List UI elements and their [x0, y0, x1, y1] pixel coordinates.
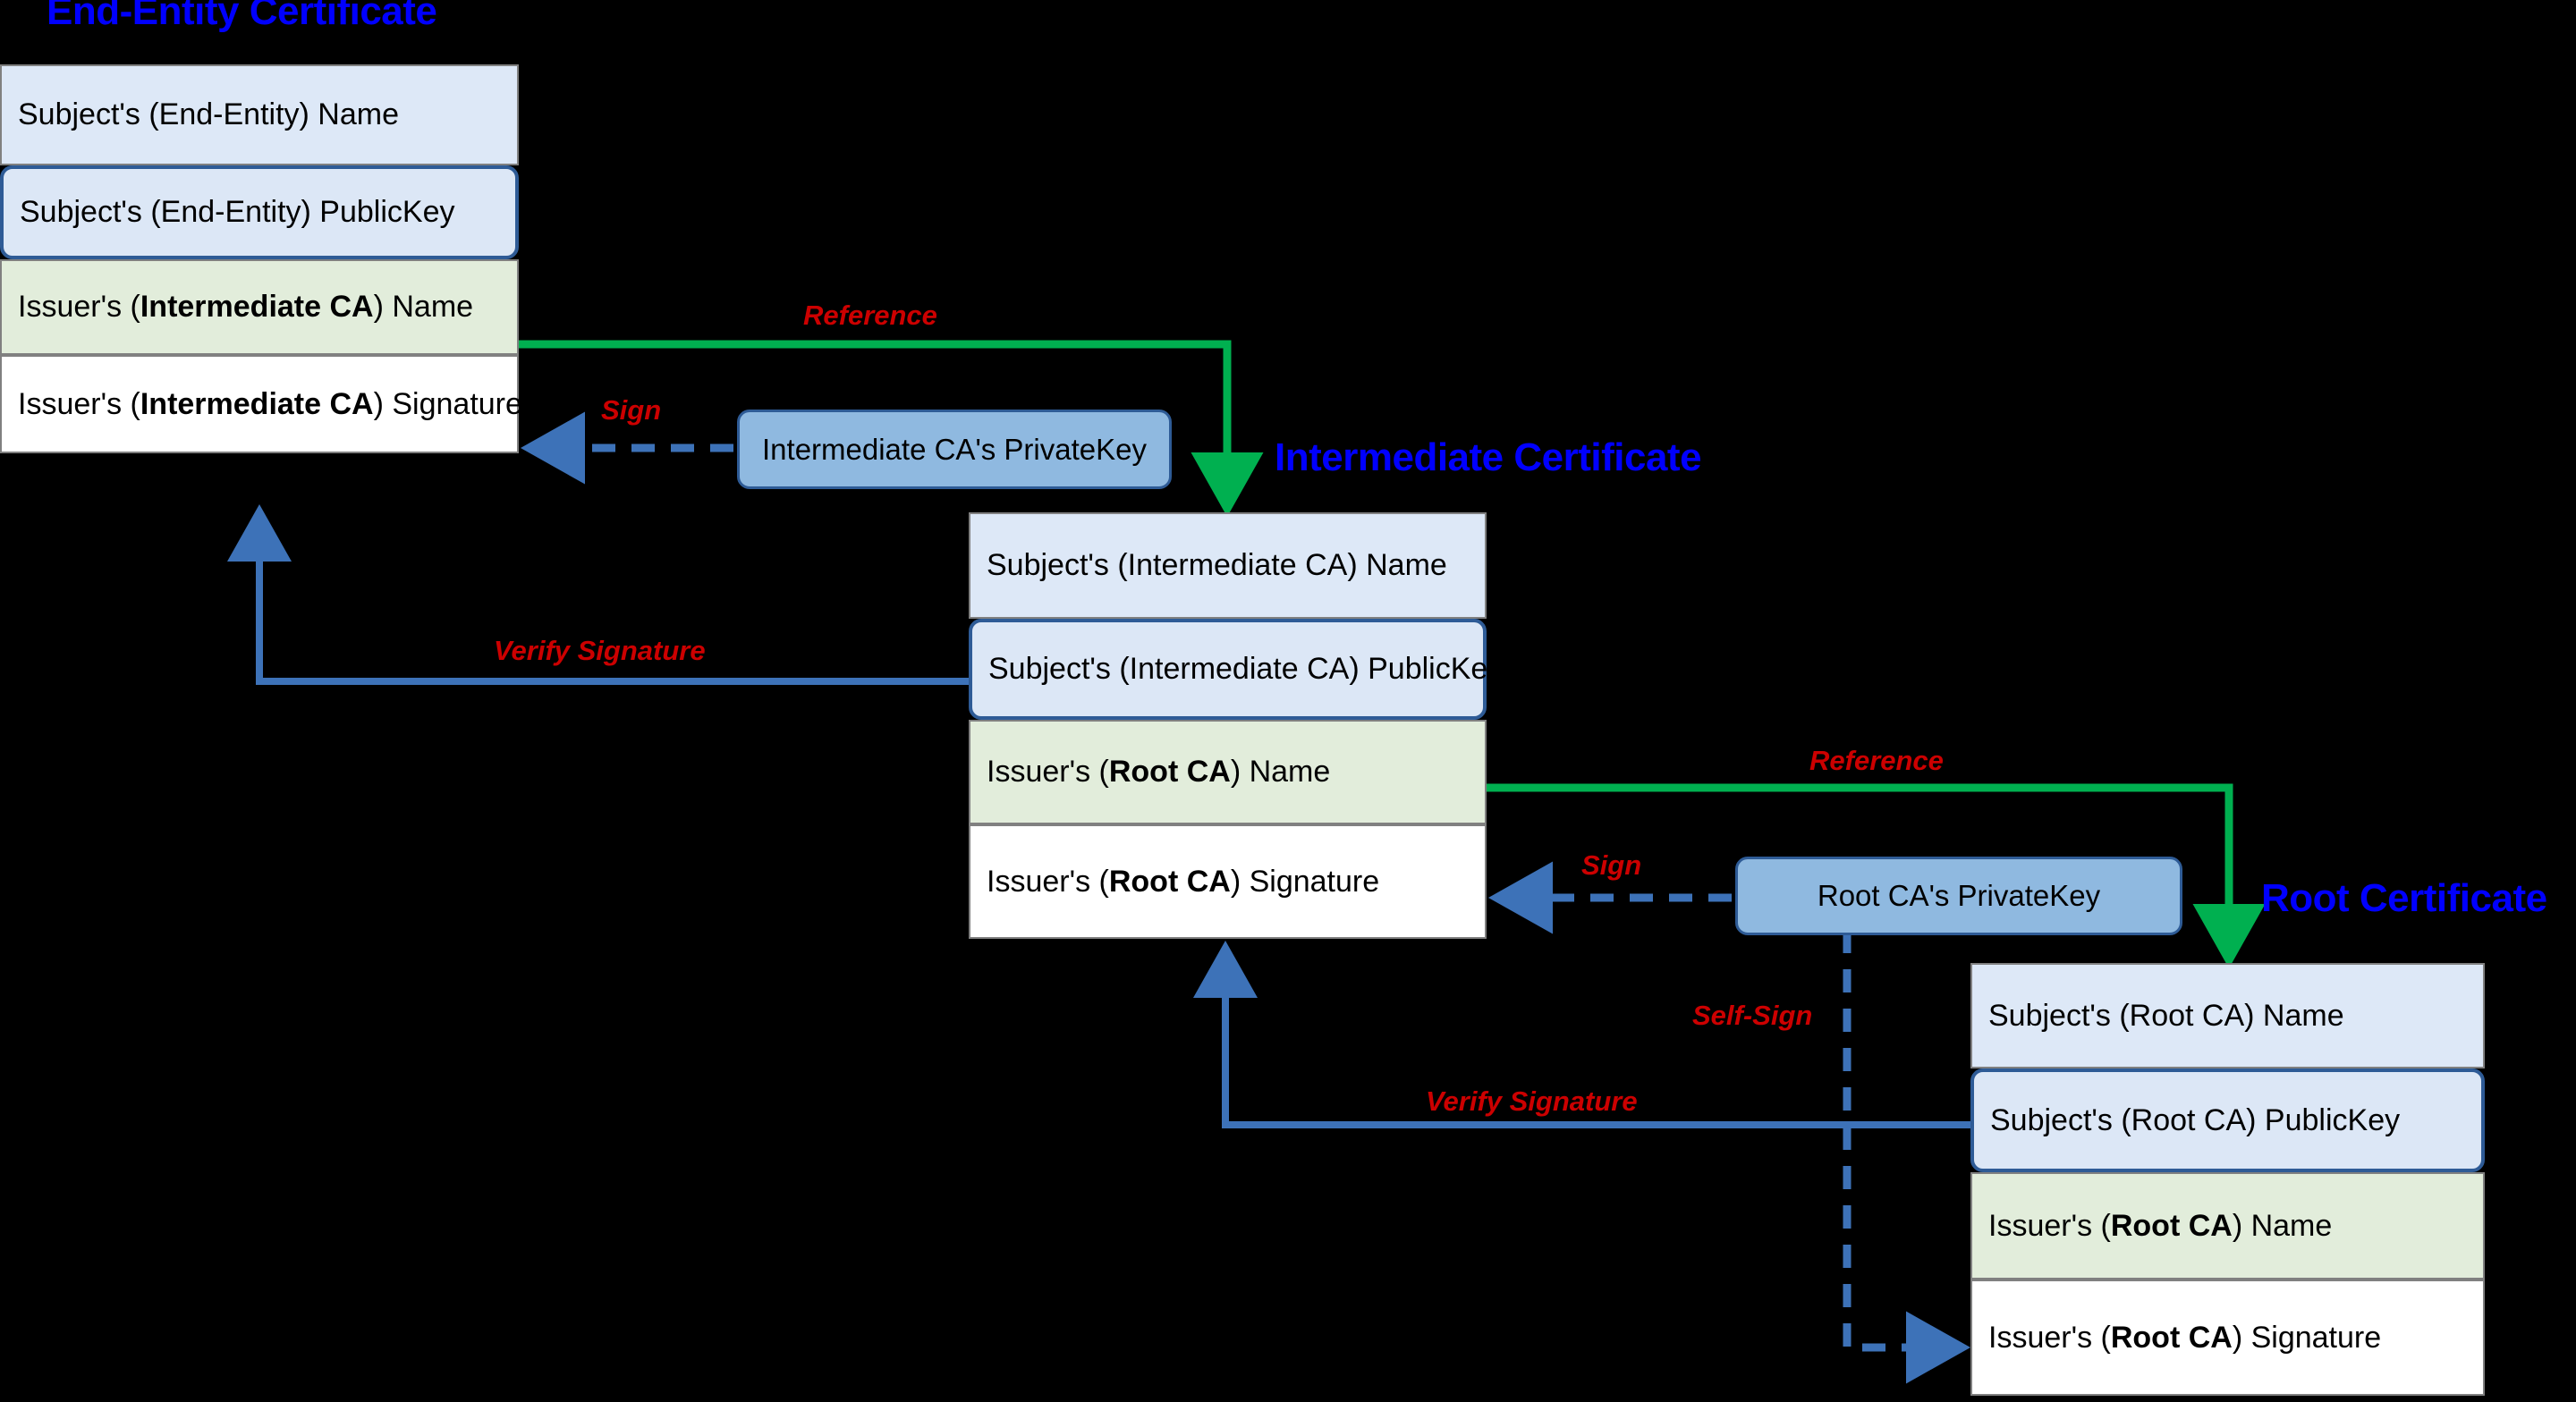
- self-sign-label: Self-Sign: [1692, 1000, 1813, 1031]
- root-ca-privatekey-label: Root CA's PrivateKey: [1817, 879, 2101, 912]
- end-entity-issuer-name-row[interactable]: Issuer's (Intermediate CA) Name: [0, 259, 519, 355]
- self-sign-arrow: [1843, 930, 1970, 1384]
- end-entity-subject-publickey-label: Subject's (End-Entity) PublicKey: [20, 195, 455, 229]
- root-subject-name-row[interactable]: Subject's (Root CA) Name: [1970, 963, 2485, 1068]
- intermediate-subject-publickey-label: Subject's (Intermediate CA) PublicKey: [988, 652, 1504, 686]
- end-entity-issuer-name-label: Issuer's (Intermediate CA) Name: [18, 290, 474, 324]
- root-issuer-signature-row[interactable]: Issuer's (Root CA) Signature: [1970, 1280, 2485, 1396]
- end-entity-issuer-signature-label: Issuer's (Intermediate CA) Signature: [18, 386, 522, 421]
- sign-label-top: Sign: [601, 394, 662, 426]
- end-entity-subject-publickey-row[interactable]: Subject's (End-Entity) PublicKey: [0, 165, 519, 259]
- intermediate-ca-privatekey-label: Intermediate CA's PrivateKey: [762, 432, 1147, 466]
- root-subject-publickey-label: Subject's (Root CA) PublicKey: [1990, 1102, 2401, 1137]
- end-entity-subject-name-label: Subject's (End-Entity) Name: [18, 97, 399, 131]
- intermediate-ca-privatekey-box[interactable]: Intermediate CA's PrivateKey: [737, 410, 1172, 489]
- intermediate-subject-publickey-row[interactable]: Subject's (Intermediate CA) PublicKey: [969, 619, 1503, 720]
- root-issuer-name-label: Issuer's (Root CA) Name: [1988, 1208, 2333, 1243]
- root-issuer-signature-label: Issuer's (Root CA) Signature: [1988, 1320, 2382, 1355]
- end-entity-certificate-title: End-Entity Certificate: [47, 0, 437, 33]
- verify-signature-label-top: Verify Signature: [494, 635, 706, 666]
- end-entity-subject-name-row[interactable]: Subject's (End-Entity) Name: [0, 64, 519, 165]
- root-subject-publickey-row[interactable]: Subject's (Root CA) PublicKey: [1970, 1068, 2485, 1172]
- sign-label-bottom: Sign: [1581, 849, 1642, 881]
- intermediate-subject-name-label: Subject's (Intermediate CA) Name: [987, 548, 1447, 582]
- intermediate-issuer-signature-row[interactable]: Issuer's (Root CA) Signature: [969, 824, 1487, 939]
- root-certificate-title: Root Certificate: [2261, 876, 2547, 920]
- root-subject-name-label: Subject's (Root CA) Name: [1988, 998, 2344, 1033]
- reference-label-top: Reference: [803, 300, 937, 331]
- intermediate-issuer-name-row[interactable]: Issuer's (Root CA) Name: [969, 720, 1487, 824]
- end-entity-issuer-signature-row[interactable]: Issuer's (Intermediate CA) Signature: [0, 355, 522, 453]
- verify-signature-label-bottom: Verify Signature: [1426, 1085, 1638, 1117]
- intermediate-subject-name-row[interactable]: Subject's (Intermediate CA) Name: [969, 512, 1487, 619]
- reference-label-bottom: Reference: [1809, 745, 1944, 776]
- root-issuer-name-row[interactable]: Issuer's (Root CA) Name: [1970, 1172, 2485, 1280]
- intermediate-issuer-signature-label: Issuer's (Root CA) Signature: [987, 864, 1380, 899]
- root-ca-privatekey-box[interactable]: Root CA's PrivateKey: [1735, 857, 2182, 935]
- intermediate-issuer-name-label: Issuer's (Root CA) Name: [987, 755, 1331, 789]
- intermediate-certificate-title: Intermediate Certificate: [1275, 435, 1702, 479]
